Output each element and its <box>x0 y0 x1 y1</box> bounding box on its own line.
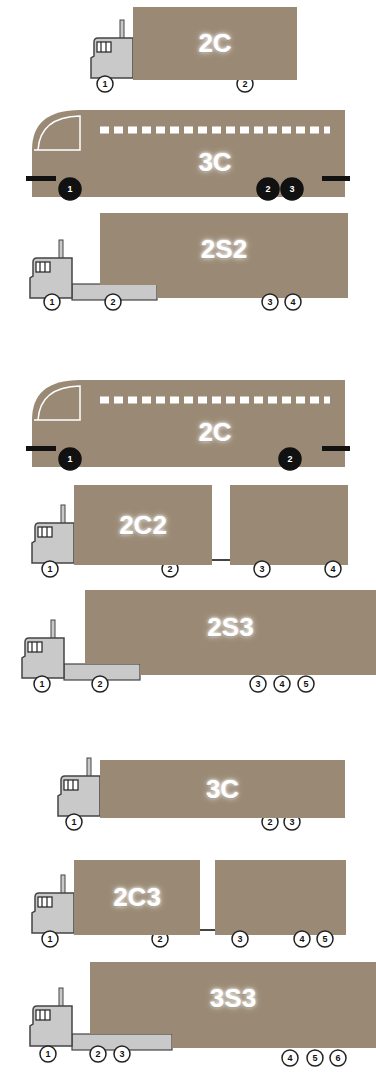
axle-number: 3 <box>284 816 300 828</box>
wheel <box>298 676 314 692</box>
axle-number: 1 <box>42 563 58 575</box>
axle-number: 2 <box>282 453 298 465</box>
vehicle-class: 3C <box>198 147 231 178</box>
axle-number: 3 <box>114 1048 130 1060</box>
wheel <box>330 1050 346 1066</box>
vehicle-class: 2C3 <box>113 882 161 913</box>
wheel <box>279 448 301 470</box>
axle-number: 1 <box>40 1048 56 1060</box>
axle-number: 2 <box>237 78 253 90</box>
wheel <box>325 561 341 577</box>
vehicle-class: 3C <box>206 774 239 805</box>
vehicle-class: 2S2 <box>201 234 247 265</box>
axle-number: 1 <box>66 816 82 828</box>
cargo-box: 3C <box>100 760 345 818</box>
axle-number: 6 <box>330 1052 346 1064</box>
axle-number: 1 <box>34 678 50 690</box>
wheel <box>44 294 60 310</box>
axle-number: 3 <box>254 563 270 575</box>
axle-number: 2 <box>90 1048 106 1060</box>
cargo-box: 2C <box>133 7 297 80</box>
axle-number: 3 <box>284 183 300 195</box>
cargo-box: 2C3 <box>74 860 200 935</box>
wheel <box>42 931 58 947</box>
axle-number: 5 <box>307 1052 323 1064</box>
wheel <box>66 814 82 830</box>
wheel <box>294 931 310 947</box>
axle-number: 4 <box>285 296 301 308</box>
vehicle-class: 2C <box>198 417 231 448</box>
bus-body-label-area: 2C <box>100 408 330 456</box>
axle-number: 2 <box>162 563 178 575</box>
axle-number: 4 <box>274 678 290 690</box>
axle-number: 4 <box>282 1052 298 1064</box>
wheel <box>281 178 303 200</box>
cab <box>32 505 74 563</box>
cargo-box: 2S2 <box>100 213 348 285</box>
cab <box>30 988 72 1046</box>
wheel <box>92 676 108 692</box>
vehicle-class: 2C <box>198 28 231 59</box>
trailer-box <box>215 860 346 935</box>
axle-number: 2 <box>105 296 121 308</box>
vehicle-class: 2S3 <box>207 612 253 643</box>
wheel <box>274 676 290 692</box>
cargo-box: 3S3 <box>90 962 376 1034</box>
wheel <box>40 1046 56 1062</box>
trailer-base <box>157 283 348 298</box>
vehicle-class: 3S3 <box>210 983 256 1014</box>
axle-number: 3 <box>262 296 278 308</box>
wheel <box>105 294 121 310</box>
axle-number: 3 <box>250 678 266 690</box>
cargo-box: 2C2 <box>74 485 212 565</box>
hitch <box>212 559 230 561</box>
axle-number: 1 <box>62 183 78 195</box>
axle-number: 1 <box>97 78 113 90</box>
axle-number: 2 <box>152 933 168 945</box>
wheel <box>59 448 81 470</box>
wheel <box>232 931 248 947</box>
cab <box>22 620 64 678</box>
trailer-base <box>172 1032 376 1048</box>
bus-body-label-area: 3C <box>100 138 330 186</box>
cab <box>30 240 72 298</box>
cab <box>32 875 74 933</box>
wheel <box>34 676 50 692</box>
wheel <box>254 561 270 577</box>
wheel <box>257 178 279 200</box>
wheel <box>90 1046 106 1062</box>
cab <box>58 758 100 816</box>
cargo-box: 2S3 <box>85 590 376 664</box>
axle-number: 2 <box>92 678 108 690</box>
axle-number: 2 <box>260 183 276 195</box>
axle-number: 5 <box>317 933 333 945</box>
wheel <box>307 1050 323 1066</box>
axle-number: 1 <box>62 453 78 465</box>
hitch <box>200 929 215 931</box>
trailer-box <box>230 485 348 565</box>
wheel <box>285 294 301 310</box>
axle-number: 5 <box>298 678 314 690</box>
wheel <box>42 561 58 577</box>
axle-number: 1 <box>44 296 60 308</box>
wheel <box>59 178 81 200</box>
axle-number: 4 <box>325 563 341 575</box>
axle-number: 4 <box>294 933 310 945</box>
wheel <box>282 1050 298 1066</box>
wheel <box>97 76 113 92</box>
wheel <box>262 294 278 310</box>
vehicle-class: 2C2 <box>119 510 167 541</box>
wheel <box>250 676 266 692</box>
cab <box>91 20 133 78</box>
wheel <box>317 931 333 947</box>
axle-number: 3 <box>232 933 248 945</box>
axle-number: 2 <box>262 816 278 828</box>
wheel <box>114 1046 130 1062</box>
axle-number: 1 <box>42 933 58 945</box>
